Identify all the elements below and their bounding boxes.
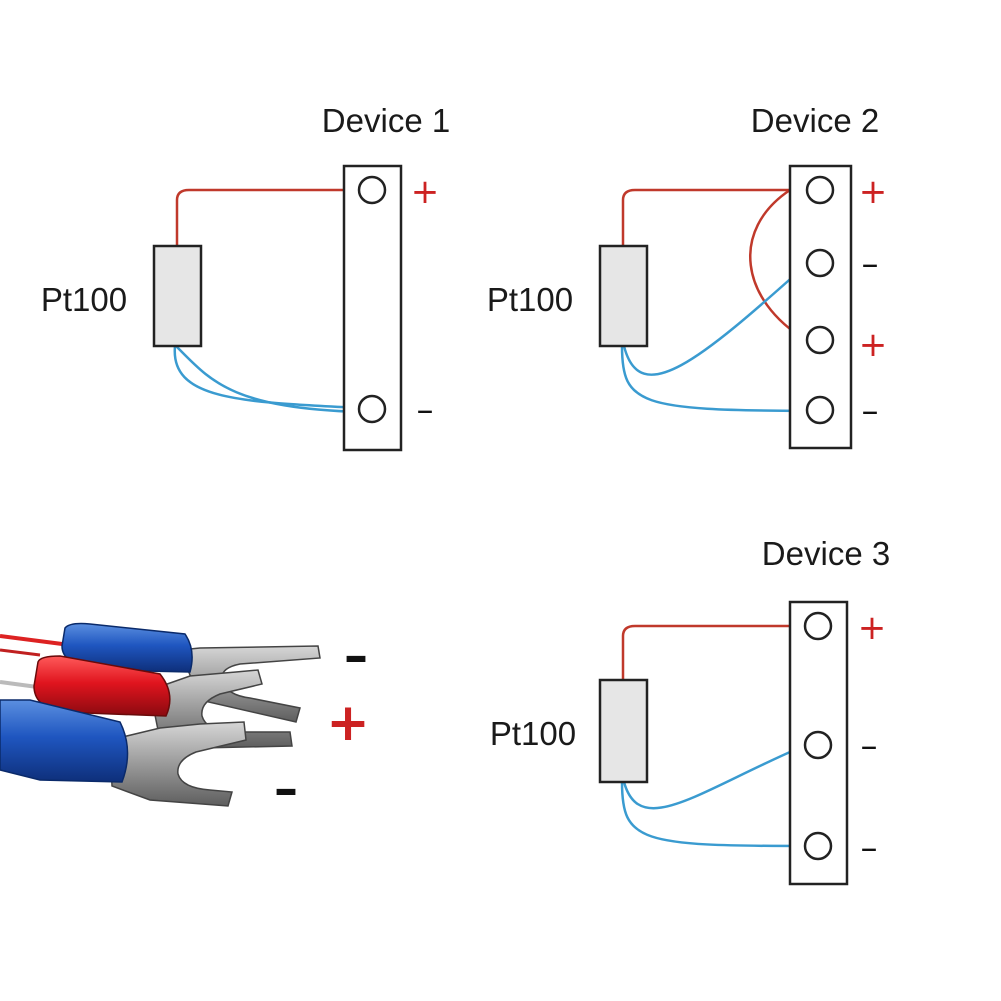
device-3-terminal-2-sign: – <box>861 726 878 766</box>
device-2-pt100-resistor-icon <box>598 244 649 348</box>
device-1-blue-wire-a <box>173 345 361 410</box>
device-1-title: Device 1 <box>322 102 450 139</box>
device-3-blue-wire-a <box>622 743 807 810</box>
lead-thin-red-wire <box>0 634 71 647</box>
spade-terminal-leads-illustration: – + – <box>0 622 370 817</box>
device-1-red-wire <box>175 188 360 246</box>
device-1-sensor-label: Pt100 <box>41 281 127 318</box>
device-1-terminal-1-sign: + <box>411 172 440 212</box>
device-2-diagram: Device 2 Pt100 + – + – <box>487 102 888 450</box>
lead-thin-red-wire-2 <box>0 648 41 657</box>
device-3-red-wire <box>621 624 806 680</box>
device-2-blue-wire-b <box>620 345 807 413</box>
device-2-terminal-1-sign: + <box>859 172 888 212</box>
device-2-red-wire-b <box>749 188 807 342</box>
device-2-terminal-3-sign: + <box>859 325 888 365</box>
device-1-blue-wire-b <box>175 345 361 414</box>
lead-1-sign: – <box>344 628 368 684</box>
device-3-terminal-3-screw-icon <box>803 831 833 861</box>
device-2-terminal-4-screw-icon <box>805 395 835 425</box>
device-3-terminal-3-sign: – <box>861 828 878 868</box>
device-2-blue-wire-a <box>622 264 807 376</box>
device-2-terminal-3-screw-icon <box>805 325 835 355</box>
device-2-terminal-2-sign: – <box>862 244 879 284</box>
device-3-blue-wire-b <box>620 781 807 848</box>
device-2-sensor-label: Pt100 <box>487 281 573 318</box>
lead-3-sign: – <box>274 761 298 817</box>
device-2-terminal-4-sign: – <box>862 391 879 431</box>
device-1-terminal-2-screw-icon <box>357 394 387 424</box>
device-2-terminal-2-screw-icon <box>805 248 835 278</box>
device-1-diagram: Device 1 Pt100 + – <box>41 102 450 452</box>
device-3-pt100-resistor-icon <box>598 678 649 784</box>
lead-3-spade-terminal-icon <box>109 721 247 807</box>
lead-2-red-sleeve <box>33 655 171 717</box>
lead-2-sign: + <box>326 693 370 753</box>
device-3-title: Device 3 <box>762 535 890 572</box>
lead-3-blue-sleeve <box>0 699 129 783</box>
device-1-pt100-resistor-icon <box>152 244 203 348</box>
device-3-terminal-1-screw-icon <box>803 611 833 641</box>
device-3-terminal-2-screw-icon <box>803 730 833 760</box>
device-3-terminal-1-sign: + <box>858 608 887 648</box>
device-3-sensor-label: Pt100 <box>490 715 576 752</box>
device-1-terminal-1-screw-icon <box>357 175 387 205</box>
device-2-terminal-1-screw-icon <box>805 175 835 205</box>
device-3-diagram: Device 3 Pt100 + – – <box>490 535 890 886</box>
device-1-terminal-2-sign: – <box>417 390 434 430</box>
device-2-title: Device 2 <box>751 102 879 139</box>
device-2-red-wire-a <box>621 188 806 246</box>
